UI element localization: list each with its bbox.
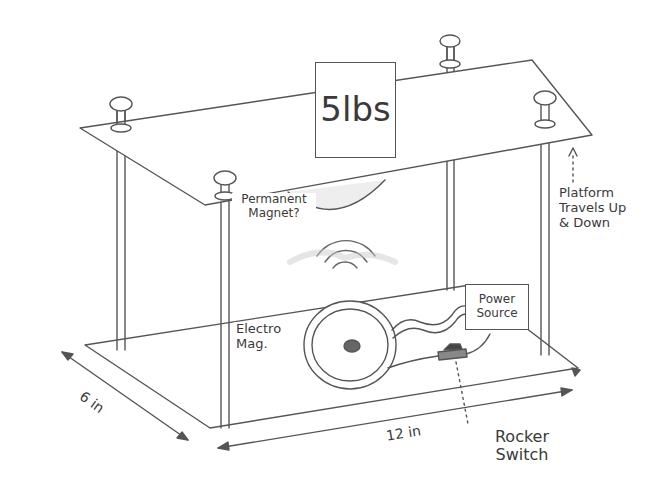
switch-label: Rocker Switch [478,428,566,465]
rod-knobs [110,35,556,200]
platform-leader [572,152,573,182]
top-plate [80,60,592,205]
dimension-label: 6 in [75,387,109,418]
platform-note: Platform Travels Up & Down [557,186,635,231]
field-waves [290,241,395,268]
switch-leader [456,362,468,424]
rocker-switch [438,344,467,360]
dimension-6 [62,352,188,440]
box-text: Power Source [466,293,528,321]
weight-box: 5lbs [315,62,396,158]
electromagnet-label: Electro Mag. [234,322,288,352]
box-text: 5lbs [320,90,390,129]
rod-lines-above [117,43,549,196]
bottom-plate [85,285,578,428]
dimension-label: 12 in [383,422,424,444]
electromagnet [304,301,396,389]
power-source-box: Power Source [465,284,529,330]
platform-leader-head [569,148,577,156]
magnet-label: Permanent Magnet? [232,193,316,221]
corner-mark [572,368,580,376]
